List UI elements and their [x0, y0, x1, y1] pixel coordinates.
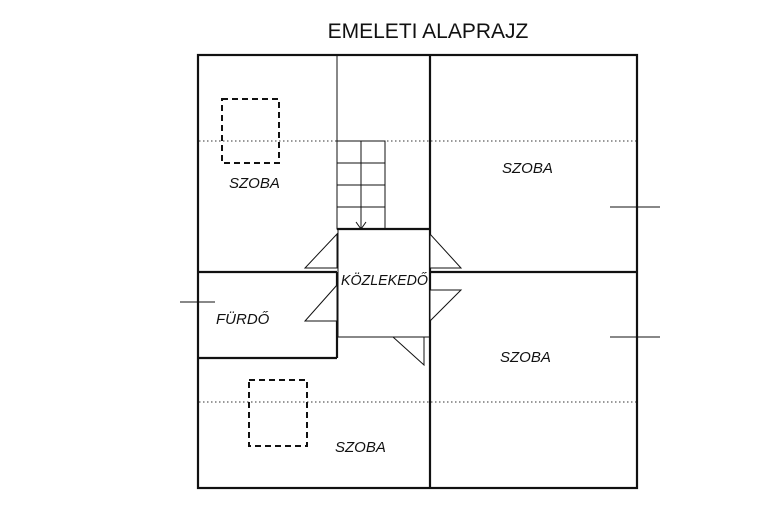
door-to-top-left-room	[303, 232, 338, 269]
room-label-mid-right: SZOBA	[500, 349, 551, 366]
door-to-top-right-room	[429, 232, 463, 269]
plan-title: EMELETI ALAPRAJZ	[328, 20, 529, 43]
room-label-bathroom: FÜRDŐ	[216, 310, 270, 328]
room-label-bottom: SZOBA	[335, 439, 386, 456]
window-markers	[180, 191, 660, 353]
staircase	[336, 140, 386, 230]
skylight-bottom	[248, 379, 308, 447]
door-swings	[303, 232, 463, 367]
room-label-corridor: KÖZLEKEDŐ	[341, 271, 428, 289]
room-label-top-right: SZOBA	[502, 160, 553, 177]
door-to-bottom-room	[391, 336, 425, 367]
room-label-top-left: SZOBA	[229, 175, 280, 192]
door-to-bathroom	[303, 283, 338, 322]
skylight-top	[221, 98, 280, 164]
stair-arrow-icon	[355, 221, 367, 230]
door-to-mid-right-room	[429, 289, 463, 323]
